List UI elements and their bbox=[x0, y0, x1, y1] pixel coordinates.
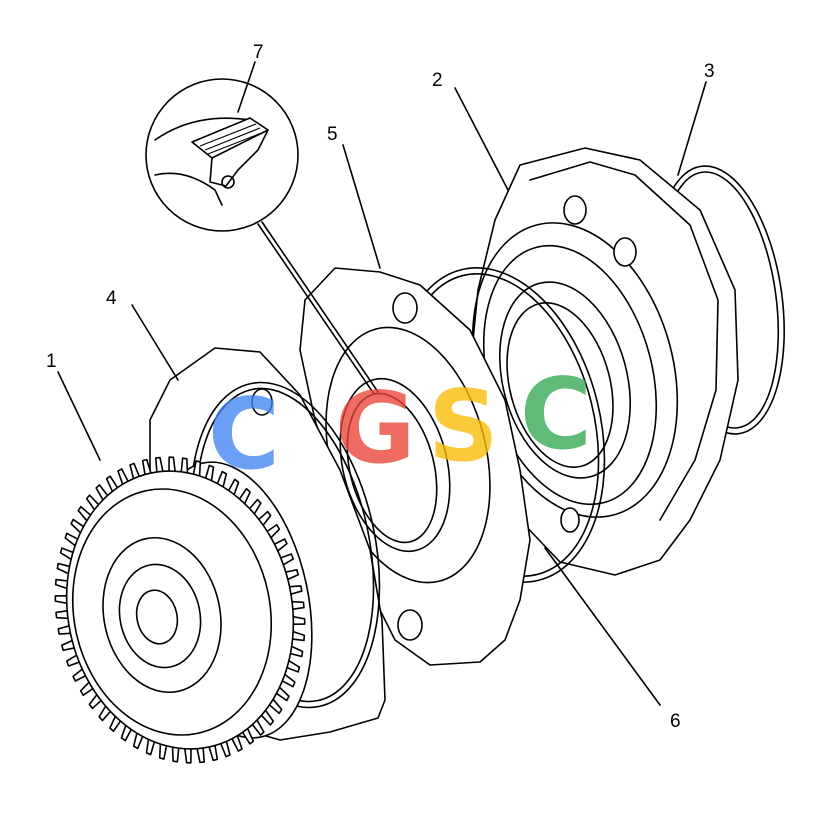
gear-tooth bbox=[77, 505, 92, 522]
callout-6: 6 bbox=[670, 711, 681, 732]
gear-tooth bbox=[248, 498, 262, 515]
gear-tooth bbox=[129, 462, 140, 479]
callout-2: 2 bbox=[432, 70, 443, 91]
gear-tooth bbox=[55, 610, 68, 620]
gear-tooth bbox=[204, 464, 215, 481]
gear-tooth bbox=[289, 585, 303, 595]
flange-bolt-hole bbox=[397, 609, 423, 641]
gear-tooth bbox=[231, 735, 243, 752]
watermark-letter-4: C bbox=[520, 358, 592, 472]
gear-tooth bbox=[109, 716, 122, 733]
gear-tooth bbox=[105, 475, 119, 492]
housing-bolt-hole bbox=[563, 195, 587, 225]
gear-tooth bbox=[180, 457, 189, 473]
part-1-gear bbox=[54, 456, 313, 764]
gear-tooth bbox=[95, 484, 109, 501]
flange-bolt-hole bbox=[392, 292, 418, 324]
leader-4 bbox=[131, 304, 179, 381]
leader-7 bbox=[237, 61, 256, 113]
gear-tooth bbox=[85, 494, 100, 511]
gear-tooth bbox=[60, 639, 75, 652]
gear-tooth bbox=[79, 681, 94, 697]
callout-3: 3 bbox=[704, 61, 715, 82]
gear-tooth bbox=[98, 705, 112, 722]
callout-5: 5 bbox=[327, 124, 338, 145]
gear-tooth bbox=[280, 553, 295, 566]
gear-tooth bbox=[260, 709, 275, 726]
leader-5 bbox=[342, 144, 381, 269]
gear-tooth bbox=[120, 725, 132, 742]
gear-tooth bbox=[268, 698, 283, 715]
gear-tooth bbox=[266, 523, 281, 539]
housing-bolt-hole bbox=[613, 237, 637, 267]
gear-teeth bbox=[54, 456, 306, 764]
gear-tooth bbox=[292, 630, 306, 642]
gear-tooth bbox=[290, 645, 304, 658]
gear-tooth bbox=[141, 458, 152, 475]
gear-tooth bbox=[184, 748, 192, 764]
leader-lines bbox=[57, 61, 707, 706]
gear-tooth bbox=[158, 744, 168, 760]
gear-tooth bbox=[228, 478, 240, 495]
gear-tooth bbox=[168, 456, 176, 472]
gear-tooth bbox=[251, 719, 265, 736]
watermark-letter-1: C bbox=[208, 378, 280, 492]
gear-tooth bbox=[208, 745, 219, 762]
gear-tooth bbox=[285, 568, 300, 581]
gear-tooth bbox=[54, 595, 67, 605]
callout-7: 7 bbox=[253, 42, 264, 63]
gear-tooth bbox=[154, 456, 164, 473]
leader-2 bbox=[454, 87, 509, 191]
gear-tooth bbox=[281, 673, 296, 688]
gear-tooth bbox=[196, 747, 206, 764]
gear-tooth bbox=[238, 487, 251, 504]
carrier-bolt-hole bbox=[251, 388, 273, 416]
gear-tooth bbox=[132, 732, 144, 750]
gear-tooth bbox=[171, 747, 180, 763]
gear-tooth bbox=[64, 532, 79, 547]
gear-tooth bbox=[57, 625, 71, 635]
gear-tooth bbox=[88, 694, 102, 710]
leader-6 bbox=[544, 547, 661, 706]
gear-tooth bbox=[192, 460, 202, 476]
gear-tooth bbox=[65, 654, 80, 667]
gear-tooth bbox=[293, 615, 306, 625]
watermark-letter-3: S bbox=[428, 370, 499, 484]
gear-tooth bbox=[54, 578, 68, 590]
gear-tooth bbox=[56, 562, 70, 575]
gear-tooth bbox=[292, 600, 305, 610]
gear-tooth bbox=[241, 728, 255, 745]
gear-tooth bbox=[276, 686, 290, 702]
gear-tooth bbox=[274, 538, 288, 552]
gear-tooth bbox=[258, 510, 272, 526]
watermark-letter-2: G bbox=[335, 372, 415, 486]
gear-tooth bbox=[117, 468, 129, 485]
gear-bore bbox=[135, 589, 179, 645]
gear-tooth bbox=[72, 668, 86, 682]
gear-tooth bbox=[216, 470, 228, 488]
leader-3 bbox=[677, 81, 707, 176]
callouts: 1 2 3 4 5 6 7 bbox=[46, 42, 715, 732]
gear-tooth bbox=[70, 518, 84, 534]
gear-tooth bbox=[145, 739, 156, 756]
callout-4: 4 bbox=[106, 288, 117, 309]
gear-tooth bbox=[286, 659, 301, 673]
gear-tooth bbox=[59, 547, 74, 561]
leader-1 bbox=[57, 371, 101, 461]
gear-tooth bbox=[220, 741, 231, 758]
part-7-detail-view bbox=[145, 78, 379, 395]
housing-bolt-hole bbox=[560, 507, 580, 533]
part-5-flange-plate bbox=[299, 267, 531, 666]
callout-1: 1 bbox=[46, 351, 57, 372]
watermark: C G S C bbox=[208, 358, 592, 492]
